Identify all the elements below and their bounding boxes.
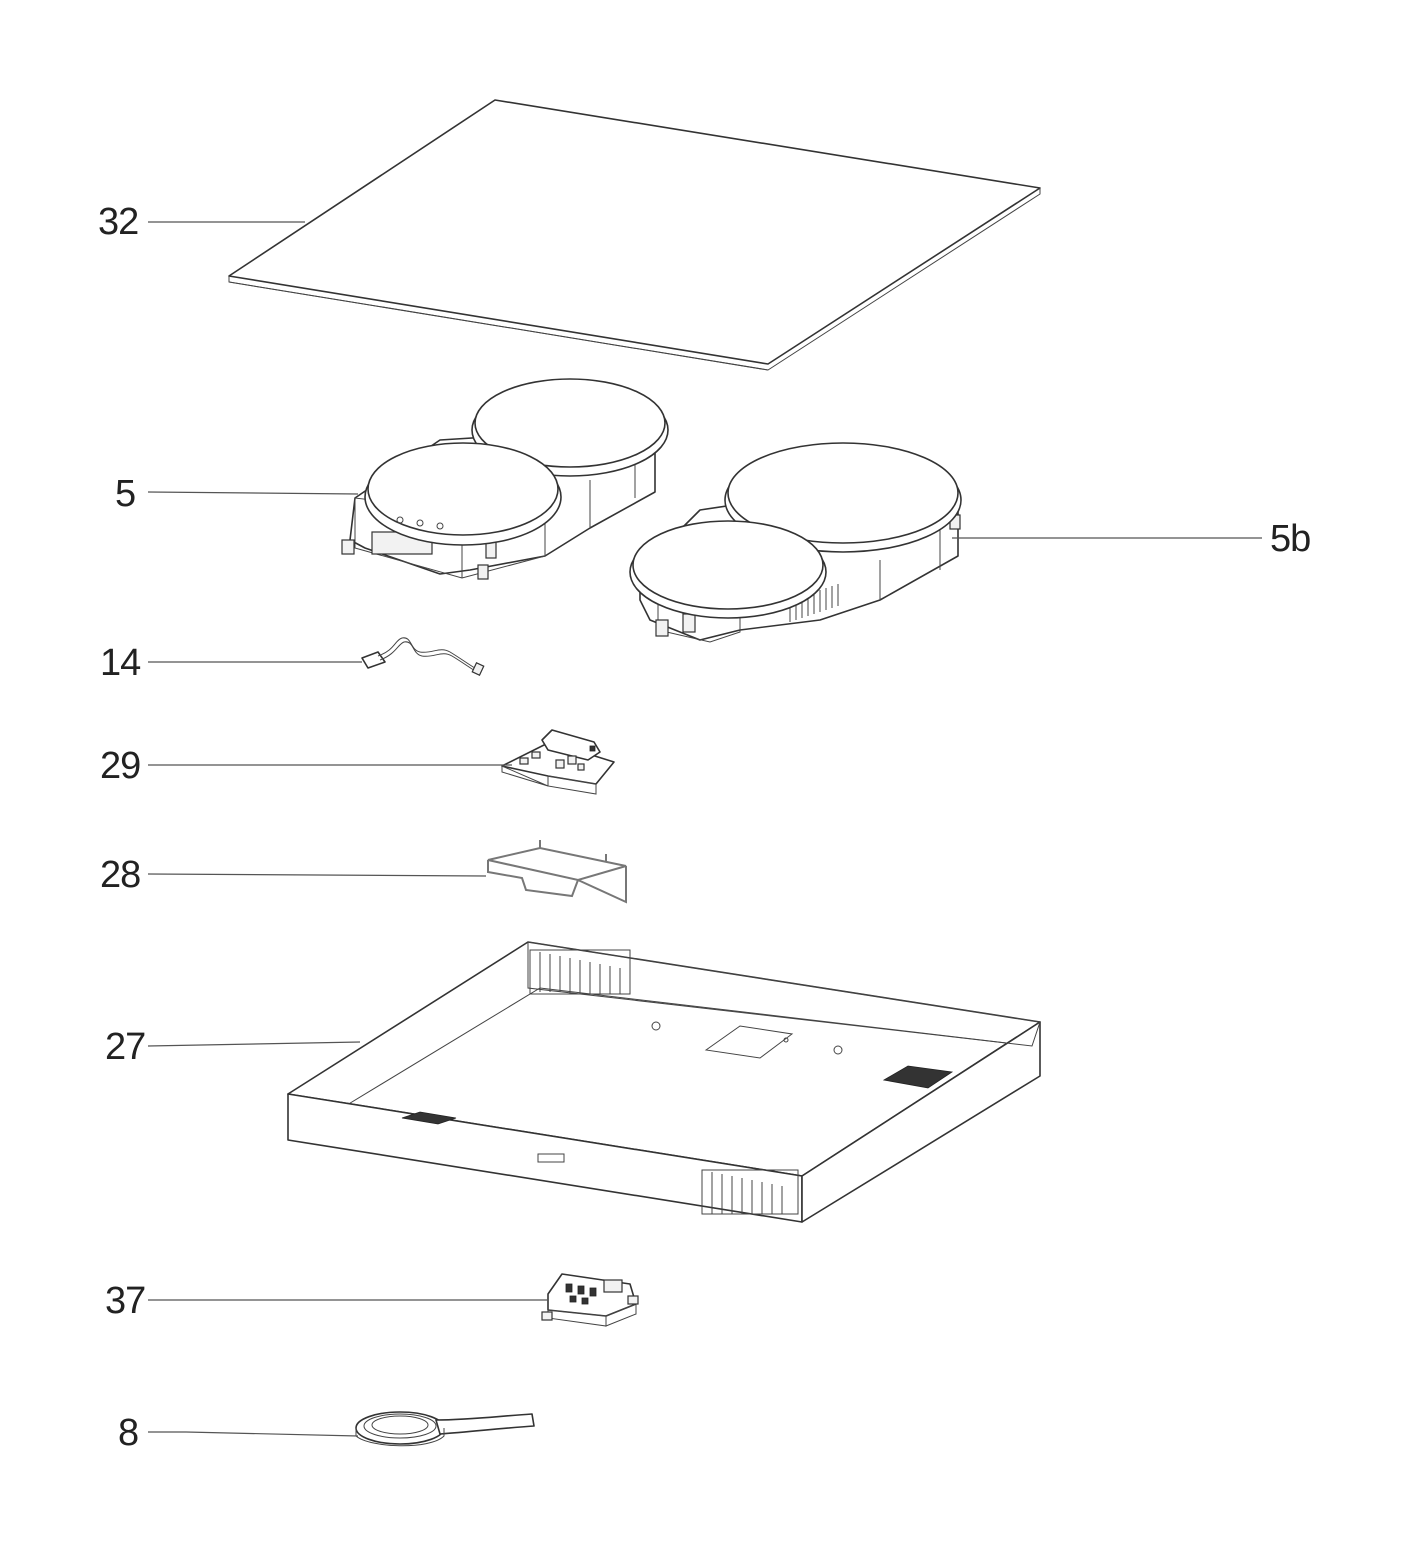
part-temperature-sensor-cable bbox=[361, 637, 485, 677]
callout-label-5: 5 bbox=[115, 473, 135, 515]
vent-slots-back bbox=[529, 949, 631, 995]
callout-label-14: 14 bbox=[100, 642, 141, 684]
part-board-bracket bbox=[487, 840, 627, 904]
callout-14: 14 bbox=[100, 642, 362, 684]
callout-5b: 5b bbox=[952, 518, 1311, 560]
callout-label-32: 32 bbox=[98, 201, 138, 243]
leader-line-27 bbox=[147, 1041, 361, 1047]
callout-label-29: 29 bbox=[100, 745, 140, 787]
callout-29: 29 bbox=[100, 745, 512, 787]
leader-line-28 bbox=[147, 873, 487, 877]
leader-line-8b bbox=[185, 1431, 359, 1437]
callout-27: 27 bbox=[105, 1026, 361, 1068]
part-glass-top bbox=[228, 99, 1041, 371]
vent-grille-right bbox=[882, 1065, 954, 1089]
callout-5: 5 bbox=[115, 473, 359, 515]
callout-label-8: 8 bbox=[118, 1412, 138, 1454]
part-seal-tape bbox=[355, 1411, 535, 1447]
part-control-board bbox=[501, 729, 615, 795]
part-induction-unit-right bbox=[629, 442, 962, 643]
callout-label-5b: 5b bbox=[1270, 518, 1310, 560]
callout-label-37: 37 bbox=[105, 1280, 145, 1322]
callout-label-27: 27 bbox=[105, 1026, 145, 1068]
leader-line-5 bbox=[147, 491, 359, 495]
callout-label-28: 28 bbox=[100, 854, 140, 896]
callout-28: 28 bbox=[100, 854, 487, 896]
callout-37: 37 bbox=[105, 1280, 548, 1322]
vent-slots-front bbox=[701, 1169, 799, 1215]
part-bottom-housing bbox=[287, 941, 1041, 1223]
callout-32: 32 bbox=[98, 201, 305, 243]
part-terminal-block bbox=[541, 1273, 639, 1327]
part-induction-unit-left bbox=[341, 378, 669, 580]
callout-8: 8 bbox=[118, 1412, 359, 1454]
